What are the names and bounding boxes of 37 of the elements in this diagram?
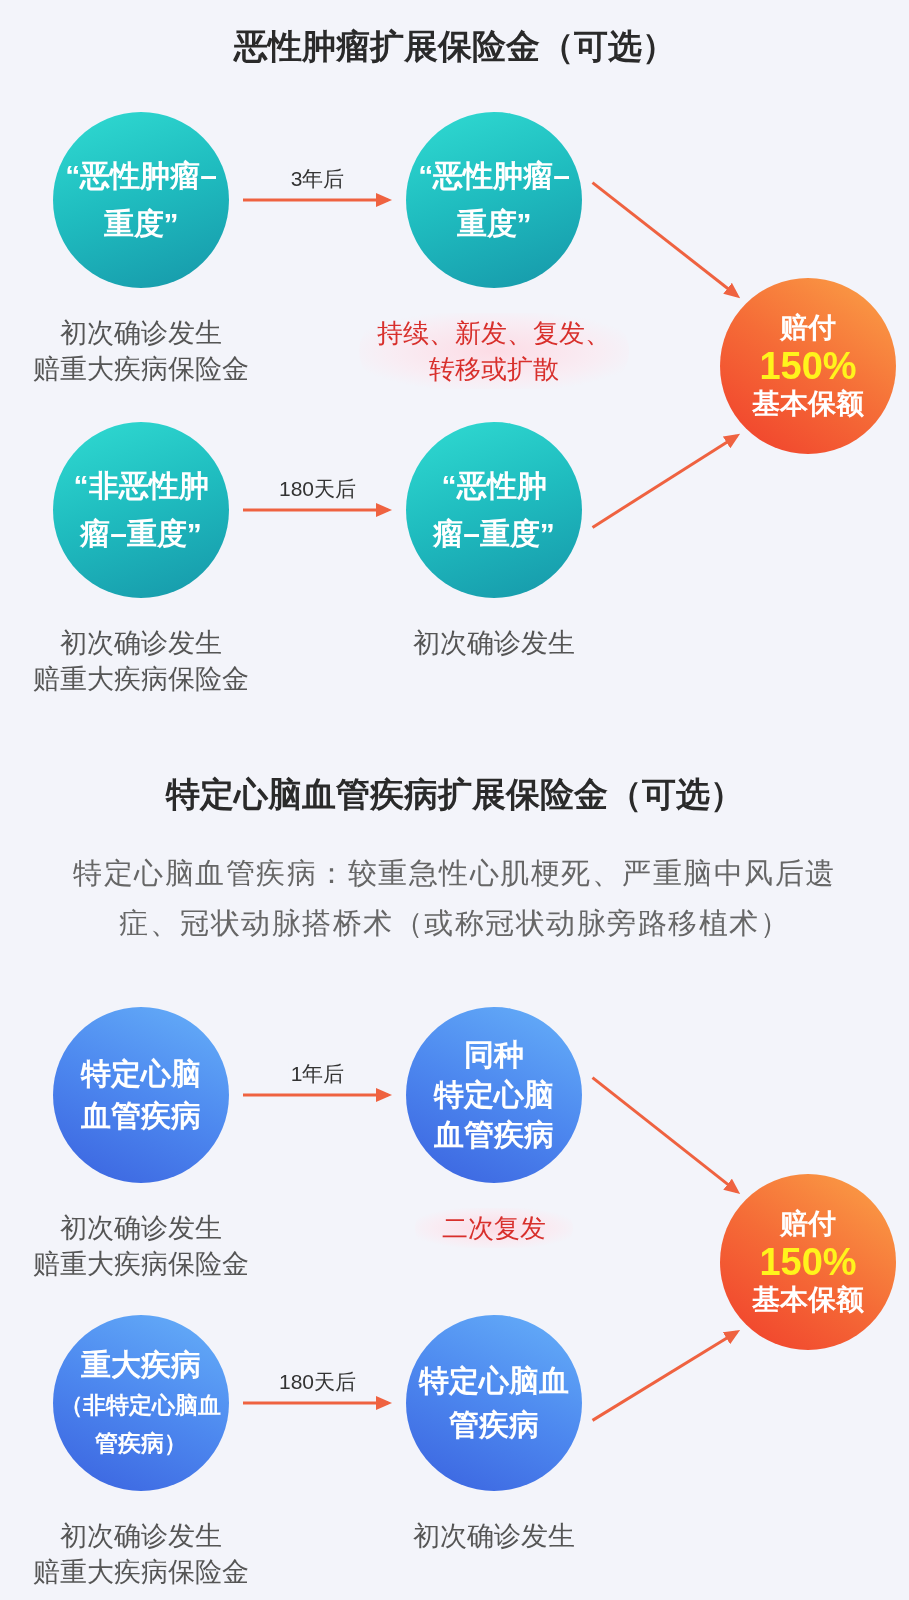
arrow — [243, 1396, 392, 1410]
stage-text: 同种 — [463, 1037, 525, 1073]
payout-text: 赔付 — [779, 1207, 837, 1241]
arrow — [591, 181, 741, 299]
arrow — [591, 433, 741, 529]
payout-text: 基本保额 — [751, 387, 865, 421]
stage-text: “恶性肿瘤–重度” — [64, 158, 218, 242]
stage-text: 重大疾病 — [80, 1347, 202, 1383]
stage-text: （非特定心脑血管疾病） — [59, 1391, 223, 1458]
caption-text: 初次确诊发生 — [60, 627, 222, 660]
stage-text: “非恶性肿瘤–重度” — [72, 468, 210, 552]
arrow — [243, 503, 392, 517]
caption-text: 初次确诊发生 — [60, 1520, 222, 1553]
section-heading: 恶性肿瘤扩展保险金（可选） — [233, 26, 676, 67]
stage-text: “恶性肿瘤–重度” — [417, 158, 571, 242]
caption-text: 赔重大疾病保险金 — [33, 1248, 249, 1281]
description-text: 特定心脑血管疾病：较重急性心肌梗死、严重脑中风后遗症、冠状动脉搭桥术（或称冠状动脉旁路移植术） — [72, 856, 837, 941]
arrow — [243, 193, 392, 207]
caption-text: 赔重大疾病保险金 — [33, 1556, 249, 1589]
caption-text: 初次确诊发生 — [413, 627, 575, 660]
payout-text: 赔付 — [779, 311, 837, 345]
caption-text: 赔重大疾病保险金 — [33, 663, 249, 696]
stage-text: 特定心脑血管疾病 — [79, 1056, 202, 1134]
payout-percent: 150% — [758, 1242, 858, 1282]
payout-text: 基本保额 — [751, 1283, 865, 1317]
caption-text: 赔重大疾病保险金 — [33, 353, 249, 386]
arrow — [591, 1076, 741, 1195]
stage-text: 特定心脑血管疾病 — [417, 1363, 570, 1443]
arrow — [591, 1329, 741, 1422]
section-heading: 特定心脑血管疾病扩展保险金（可选） — [165, 774, 744, 815]
stage-text: “恶性肿瘤–重度” — [432, 468, 556, 552]
caption-text: 初次确诊发生 — [60, 317, 222, 350]
caption-text: 初次确诊发生 — [60, 1212, 222, 1245]
caption-text: 初次确诊发生 — [413, 1520, 575, 1553]
payout-percent: 150% — [758, 346, 858, 386]
stage-text: 特定心脑血管疾病 — [432, 1077, 555, 1153]
arrow — [243, 1088, 392, 1102]
